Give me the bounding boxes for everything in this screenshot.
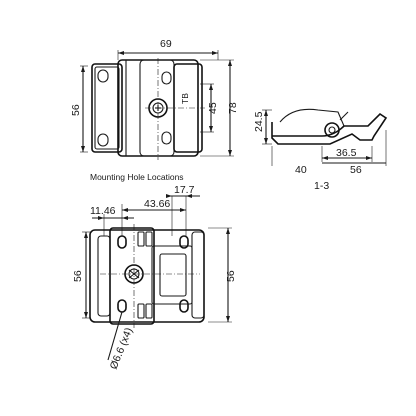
dim-36-5: 36.5	[336, 147, 357, 159]
top-view: 69 56 TB 4	[70, 38, 239, 160]
view-label: 1-3	[314, 180, 329, 192]
dim-45: 45	[207, 102, 219, 114]
dim-43-66: 43.66	[144, 198, 170, 210]
dim-78: 78	[227, 102, 239, 114]
dim-56-mount-right: 56	[225, 270, 237, 282]
hole-3	[179, 235, 189, 249]
hole-1	[117, 235, 127, 249]
hole-2	[117, 299, 127, 313]
dim-56-left: 56	[70, 104, 82, 116]
tb-badge: TB	[180, 93, 190, 104]
hole-4	[179, 299, 189, 313]
side-view: 24.5 36.5 40 56 1-3	[253, 108, 388, 192]
dim-69: 69	[160, 38, 172, 50]
dim-17-7: 17.7	[174, 184, 195, 196]
mounting-title: Mounting Hole Locations	[90, 172, 184, 182]
mounting-view: Mounting Hole Locations 17.7 43.66 11.46…	[72, 172, 237, 371]
dim-24-5: 24.5	[253, 111, 265, 132]
dim-40: 40	[295, 164, 307, 176]
dim-11-46: 11.46	[90, 205, 116, 217]
dim-56-side: 56	[350, 164, 362, 176]
dim-56-mount-left: 56	[72, 270, 84, 282]
